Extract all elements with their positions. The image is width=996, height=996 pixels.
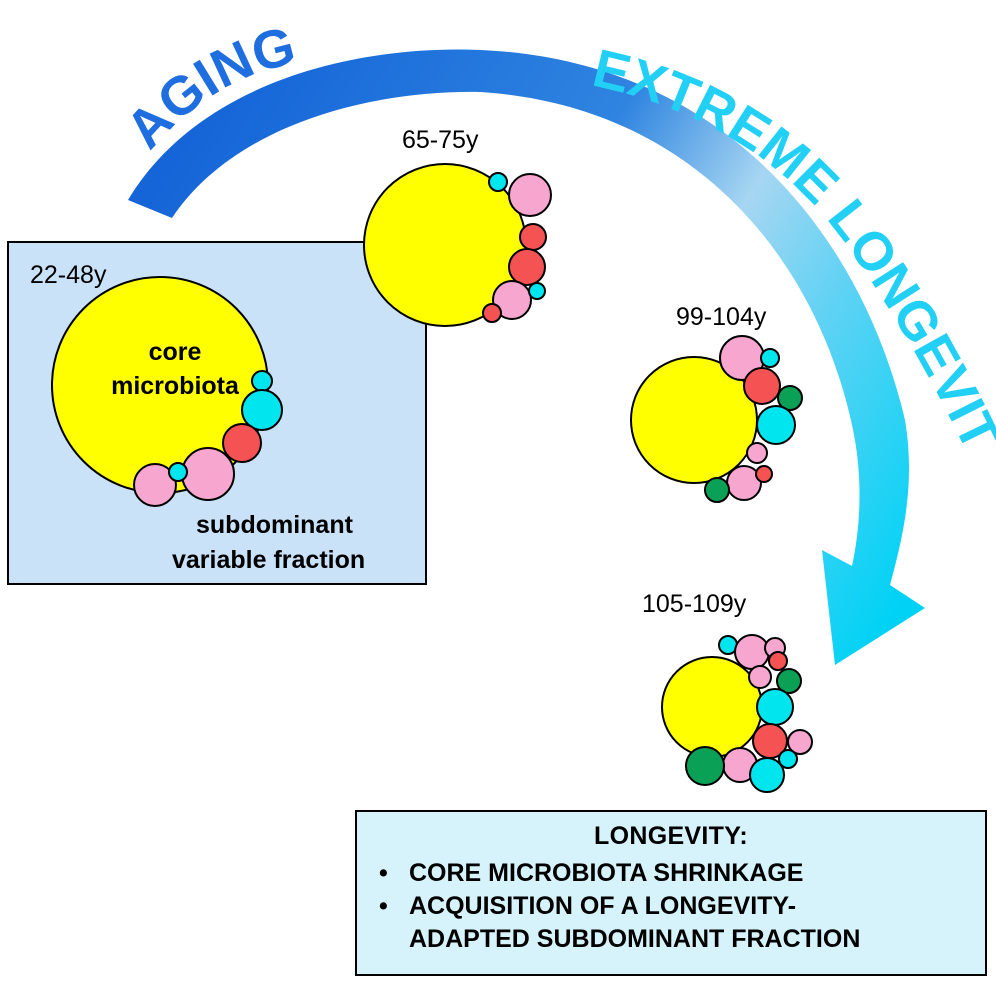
- green-taxon: [704, 477, 730, 503]
- subdominant-fraction-label: subdominant: [196, 511, 354, 539]
- cyan-taxon: [756, 688, 794, 726]
- pink-taxon: [508, 173, 552, 217]
- pink-taxon: [748, 665, 772, 689]
- age-label-22-48y: 22-48y: [30, 261, 107, 289]
- red-taxon: [222, 423, 262, 463]
- green-taxon: [685, 746, 725, 786]
- summary-item-text: CORE MICROBIOTA SHRINKAGE: [409, 859, 804, 887]
- cyan-taxon: [241, 389, 283, 431]
- pink-taxon: [787, 729, 813, 755]
- pink-taxon: [492, 280, 532, 320]
- summary-item: CORE MICROBIOTA SHRINKAGE: [377, 857, 985, 890]
- red-taxon: [755, 465, 773, 483]
- age-label-105-109y: 105-109y: [642, 590, 747, 618]
- cyan-taxon: [778, 749, 798, 769]
- summary-item-text: ADAPTED SUBDOMINANT FRACTION: [409, 925, 861, 953]
- age-label-99-104y: 99-104y: [676, 303, 767, 331]
- subdominant-fraction-label: variable fraction: [172, 546, 365, 574]
- cyan-taxon: [528, 282, 546, 300]
- group-99-104y: 99-104y: [630, 303, 803, 503]
- summary-item-text: ACQUISITION OF A LONGEVITY-: [409, 892, 797, 920]
- cyan-taxon: [168, 462, 188, 482]
- summary-title: LONGEVITY:: [594, 822, 748, 850]
- core-microbiota-label: core: [149, 338, 202, 366]
- pink-taxon: [734, 634, 770, 670]
- group-22-48y: 22-48y core microbiota subdominant varia…: [30, 261, 365, 574]
- green-taxon: [777, 385, 803, 411]
- cyan-taxon: [251, 370, 273, 392]
- core-microbiota-label: microbiota: [111, 372, 240, 400]
- red-taxon: [508, 248, 546, 286]
- summary-item: ACQUISITION OF A LONGEVITY- ADAPTED SUBD…: [377, 890, 985, 956]
- longevity-summary-box: LONGEVITY: CORE MICROBIOTA SHRINKAGE ACQ…: [355, 810, 987, 976]
- group-105-109y: 105-109y: [642, 590, 813, 793]
- cyan-taxon: [760, 348, 780, 368]
- group-65-75y: 65-75y: [363, 126, 552, 327]
- cyan-taxon: [749, 757, 785, 793]
- aging-longevity-arrow: [128, 49, 925, 666]
- summary-list: CORE MICROBIOTA SHRINKAGE ACQUISITION OF…: [357, 857, 985, 956]
- red-taxon: [519, 223, 547, 251]
- pink-taxon: [746, 442, 768, 464]
- pink-taxon: [133, 463, 177, 507]
- pink-taxon: [181, 447, 235, 501]
- cyan-taxon: [756, 405, 796, 445]
- red-taxon: [482, 303, 502, 323]
- green-taxon: [776, 668, 802, 694]
- red-taxon: [743, 367, 781, 405]
- age-label-65-75y: 65-75y: [402, 126, 479, 154]
- cyan-taxon: [488, 172, 508, 192]
- core-microbiota-circle: [661, 656, 763, 758]
- red-taxon: [768, 651, 788, 671]
